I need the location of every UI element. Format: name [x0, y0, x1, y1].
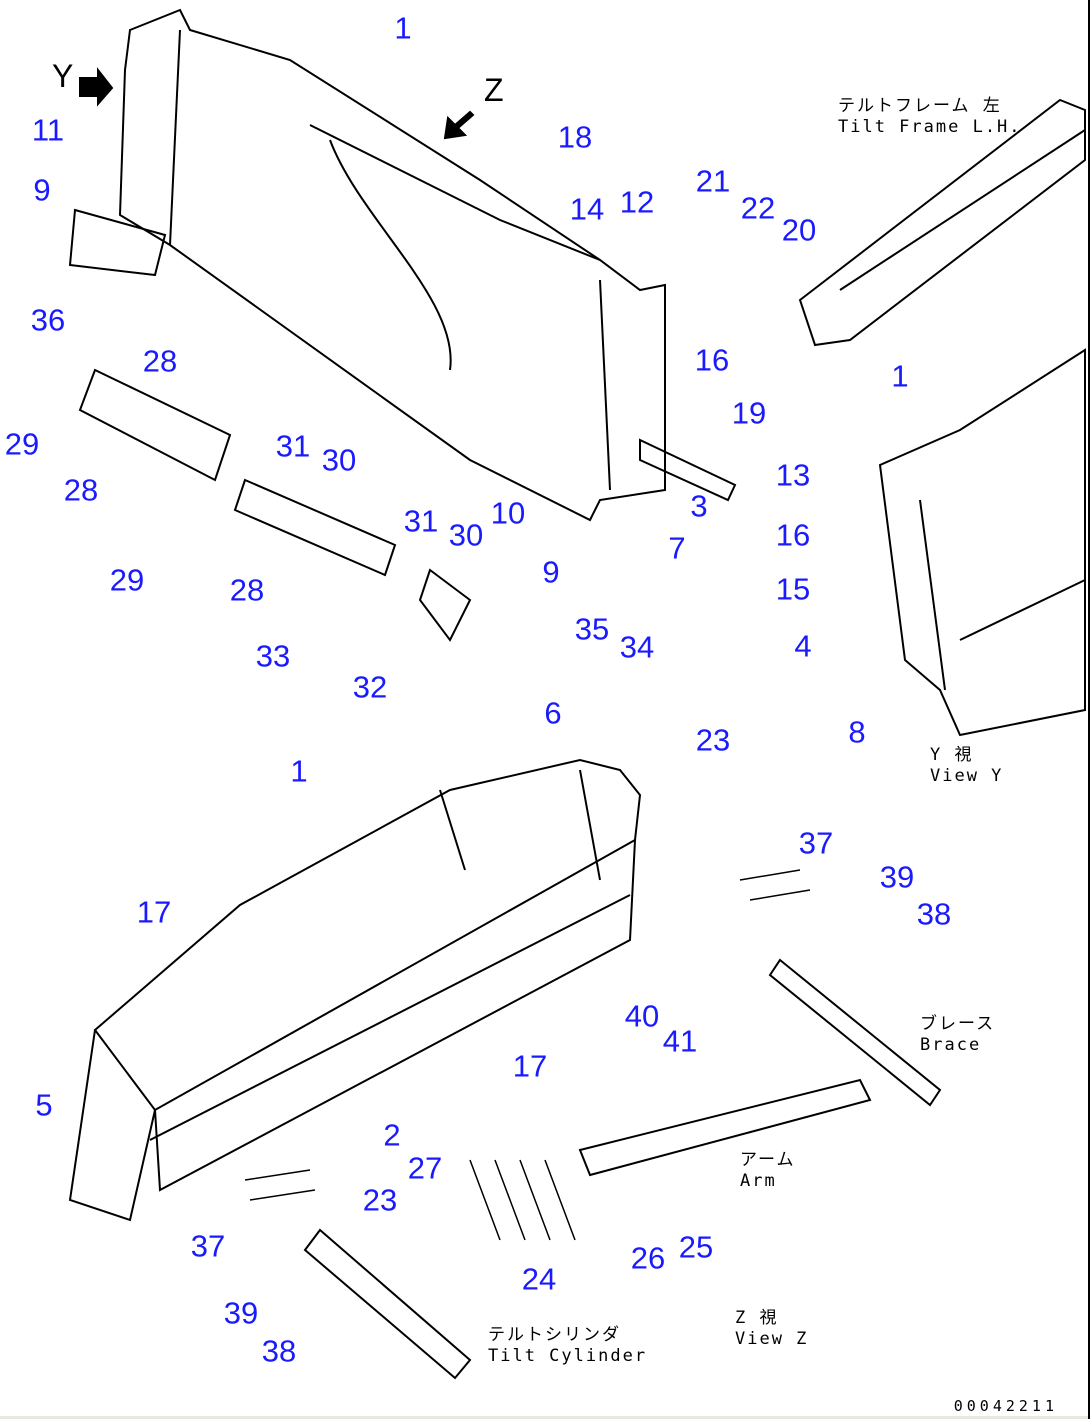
part-callout-14: 14 [569, 191, 605, 227]
tilt-cylinder [303, 1228, 472, 1380]
part-callout-38: 38 [916, 896, 952, 932]
part-callout-16: 16 [694, 342, 730, 378]
view-y-blade [878, 348, 1086, 737]
view-z-marker: Z [484, 72, 504, 108]
part-callout-37: 37 [190, 1228, 226, 1264]
part-callout-1: 1 [290, 753, 308, 789]
caption-en: View Z [735, 1329, 809, 1349]
part-callout-2: 2 [383, 1117, 401, 1153]
part-callout-9: 9 [542, 554, 560, 590]
caption-jp: テルトシリンダ [488, 1325, 621, 1345]
caption-tilt-cylinder: テルトシリンダ Tilt Cylinder [488, 1325, 647, 1367]
part-callout-39: 39 [223, 1295, 259, 1331]
caption-jp: テルトフレーム 左 [838, 96, 1002, 116]
part-callout-34: 34 [619, 629, 655, 665]
part-callout-29: 29 [4, 426, 40, 462]
caption-en: Arm [740, 1171, 777, 1191]
part-callout-20: 20 [781, 212, 817, 248]
caption-jp: Z 視 [735, 1308, 779, 1328]
arrow-y-icon [79, 67, 114, 107]
caption-brace: ブレース Brace [920, 1014, 995, 1056]
part-callout-21: 21 [695, 163, 731, 199]
part-callout-28: 28 [229, 572, 265, 608]
caption-jp: ブレース [920, 1014, 996, 1034]
part-callout-38: 38 [261, 1333, 297, 1369]
part-callout-1: 1 [891, 358, 909, 394]
part-callout-27: 27 [407, 1150, 443, 1186]
part-callout-31: 31 [403, 503, 439, 539]
brace [768, 958, 942, 1107]
caption-en: Brace [920, 1035, 982, 1055]
part-callout-19: 19 [731, 395, 767, 431]
part-callout-35: 35 [574, 611, 610, 647]
blade-upper-view [68, 8, 737, 642]
part-callout-32: 32 [352, 669, 388, 705]
caption-view-y: Y 視 View Y [930, 745, 1003, 787]
part-callout-33: 33 [255, 638, 291, 674]
part-callout-18: 18 [557, 119, 593, 155]
part-callout-30: 30 [448, 517, 484, 553]
part-callout-30: 30 [321, 442, 357, 478]
part-callout-5: 5 [35, 1087, 53, 1123]
part-callout-25: 25 [678, 1229, 714, 1265]
caption-jp: アーム [740, 1150, 796, 1170]
shims [244, 869, 811, 1241]
part-callout-17: 17 [136, 894, 172, 930]
part-callout-15: 15 [775, 571, 811, 607]
part-callout-10: 10 [490, 495, 526, 531]
part-callout-39: 39 [879, 859, 915, 895]
part-callout-23: 23 [695, 722, 731, 758]
part-callout-4: 4 [794, 628, 812, 664]
part-callout-26: 26 [630, 1240, 666, 1276]
part-callout-7: 7 [668, 530, 686, 566]
part-callout-29: 29 [109, 562, 145, 598]
caption-jp: Y 視 [930, 745, 974, 765]
view-y-marker: Y [52, 58, 74, 94]
part-callout-40: 40 [624, 998, 660, 1034]
part-callout-36: 36 [30, 302, 66, 338]
bottom-border [0, 1416, 1088, 1419]
part-callout-24: 24 [521, 1261, 557, 1297]
blade-lower-view [68, 758, 642, 1222]
arm [578, 1078, 872, 1177]
part-callout-31: 31 [275, 428, 311, 464]
tilt-frame [798, 98, 1086, 347]
part-callout-3: 3 [690, 488, 708, 524]
part-callout-41: 41 [662, 1023, 698, 1059]
arrow-z-icon [443, 110, 475, 140]
part-callout-17: 17 [512, 1048, 548, 1084]
part-callout-13: 13 [775, 457, 811, 493]
part-callout-22: 22 [740, 190, 776, 226]
part-callout-9: 9 [33, 172, 51, 208]
caption-arm: アーム Arm [740, 1150, 795, 1192]
part-callout-8: 8 [848, 714, 866, 750]
part-callout-37: 37 [798, 825, 834, 861]
caption-en: Tilt Frame L.H. [838, 117, 1022, 137]
part-callout-1: 1 [394, 10, 412, 46]
caption-tilt-frame: テルトフレーム 左 Tilt Frame L.H. [838, 96, 1022, 138]
part-callout-28: 28 [142, 343, 178, 379]
part-callout-16: 16 [775, 517, 811, 553]
caption-en: Tilt Cylinder [488, 1346, 648, 1366]
part-callout-6: 6 [544, 695, 562, 731]
part-callout-23: 23 [362, 1182, 398, 1218]
part-callout-12: 12 [619, 184, 655, 220]
caption-en: View Y [930, 766, 1004, 786]
part-callout-11: 11 [31, 112, 65, 148]
drawing-code: 00042211 [953, 1397, 1058, 1415]
caption-view-z: Z 視 View Z [735, 1308, 808, 1350]
part-callout-28: 28 [63, 472, 99, 508]
